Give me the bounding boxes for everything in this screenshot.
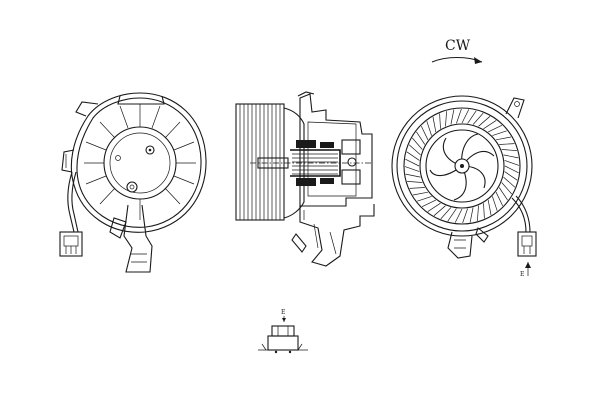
fan-blade: [503, 154, 519, 159]
front-view: E: [391, 95, 537, 278]
detail-mark: E: [281, 309, 285, 316]
fan-blade: [487, 200, 492, 216]
fan-blade: [427, 202, 441, 212]
fan-blade: [445, 111, 447, 127]
fan-blade: [477, 205, 479, 221]
fan-blade: [496, 136, 512, 141]
fan-blade: [406, 151, 420, 161]
fan-blade: [412, 191, 428, 196]
fan-blade: [483, 203, 485, 219]
fan-blade: [461, 109, 470, 124]
fan-blade: [416, 131, 426, 145]
connector-detail: E: [258, 309, 308, 354]
fan-blade: [501, 182, 512, 195]
fan-blade: [408, 144, 421, 156]
fan-blade: [503, 176, 516, 188]
fan-blade: [440, 207, 452, 220]
fan-blade: [499, 143, 515, 145]
fan-blade: [498, 187, 508, 201]
fan-blade: [439, 113, 441, 129]
fan-blade: [433, 205, 446, 216]
fan-blade: [404, 166, 420, 172]
fan-blade: [454, 208, 463, 223]
fan-blade: [504, 171, 518, 181]
fan-blade: [426, 121, 432, 136]
fan-blade: [462, 208, 468, 224]
fan-blade: [432, 116, 437, 132]
fan-blade: [405, 173, 421, 178]
fan-blade: [483, 120, 497, 130]
rotation-label: CW: [445, 38, 471, 54]
fan-blade: [467, 110, 477, 124]
fan-blade: [456, 108, 462, 124]
fan-blade: [421, 199, 436, 208]
fan-blade: [504, 160, 520, 166]
fan-blade: [478, 116, 491, 127]
fan-blade: [417, 196, 432, 202]
rotation-indicator: CW: [431, 38, 483, 64]
fan-blade: [409, 187, 425, 189]
fan-blade: [447, 208, 457, 222]
fan-blade: [492, 130, 507, 136]
fan-blade: [472, 112, 484, 125]
fan-blade: [488, 124, 503, 133]
fan-blade: [412, 137, 423, 150]
fan-blade: [405, 158, 420, 167]
fan-blade: [492, 196, 498, 211]
connector-mark-right: E: [520, 271, 524, 278]
fan-blade: [469, 207, 474, 223]
fan-blade: [504, 165, 519, 174]
fan-blade: [450, 109, 455, 125]
rear-view: [59, 92, 207, 273]
fan-blade: [420, 125, 429, 140]
fan-blade: [407, 181, 423, 183]
side-section-view: [235, 91, 375, 267]
fan-blade: [501, 149, 517, 151]
fan-blade: [495, 192, 504, 207]
